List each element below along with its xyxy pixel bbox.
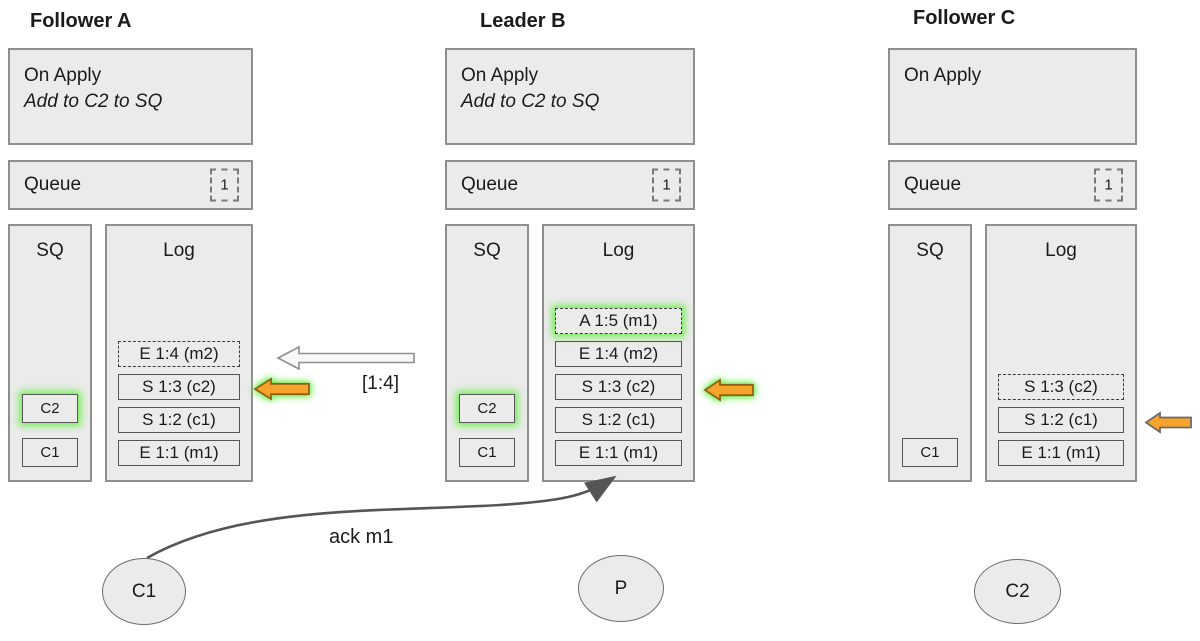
commit-arrow-leader-b-icon <box>703 378 754 402</box>
append-range-label: [1:4] <box>362 373 399 394</box>
log-entry: S 1:3 (c2) <box>555 374 682 400</box>
on-apply-rule: Add to C2 to SQ <box>24 91 163 112</box>
log-entries: E 1:4 (m2) S 1:3 (c2) S 1:2 (c1) E 1:1 (… <box>118 341 240 466</box>
on-apply-label: On Apply <box>461 65 539 86</box>
node-follower-c: Follower C On Apply Queue 1 SQ C1 Log S … <box>888 0 1137 484</box>
sq-box: SQ C1 <box>888 224 972 482</box>
node-title: Follower A <box>30 10 132 32</box>
log-entry: A 1:5 (m1) <box>555 308 682 334</box>
node-follower-a: Follower A On Apply Add to C2 to SQ Queu… <box>8 0 253 484</box>
sq-item-c2: C2 <box>459 394 515 423</box>
node-leader-b: Leader B On Apply Add to C2 to SQ Queue … <box>445 0 695 484</box>
client-c1-label: C1 <box>131 580 157 602</box>
queue-count-badge: 1 <box>210 168 239 202</box>
log-entry: S 1:3 (c2) <box>998 374 1124 400</box>
proposer-p-ellipse: P <box>578 555 664 622</box>
sq-items: C1 <box>890 438 970 467</box>
queue-label: Queue <box>24 174 82 195</box>
sq-items: C2 C1 <box>10 394 90 467</box>
log-box: Log E 1:4 (m2) S 1:3 (c2) S 1:2 (c1) E 1… <box>105 224 253 482</box>
log-label: Log <box>1045 240 1077 261</box>
client-c1-ellipse: C1 <box>102 558 186 625</box>
sq-item-c2: C2 <box>22 394 78 423</box>
log-entries: A 1:5 (m1) E 1:4 (m2) S 1:3 (c2) S 1:2 (… <box>555 308 682 466</box>
sq-box: SQ C2 C1 <box>8 224 92 482</box>
on-apply-box: On Apply <box>888 48 1137 145</box>
on-apply-label: On Apply <box>24 65 102 86</box>
log-entry: E 1:4 (m2) <box>118 341 240 367</box>
on-apply-box: On Apply Add to C2 to SQ <box>8 48 253 145</box>
on-apply-box: On Apply Add to C2 to SQ <box>445 48 695 145</box>
queue-box: Queue 1 <box>445 160 695 210</box>
sq-label: SQ <box>36 240 64 261</box>
sq-label: SQ <box>473 240 501 261</box>
log-entry: S 1:2 (c1) <box>118 407 240 433</box>
log-entry: E 1:1 (m1) <box>118 440 240 466</box>
client-c2-label: C2 <box>1005 580 1030 602</box>
commit-arrow-follower-a-icon <box>253 377 310 401</box>
sq-item-c1: C1 <box>902 438 958 467</box>
log-entry: E 1:1 (m1) <box>555 440 682 466</box>
on-apply-label: On Apply <box>904 65 982 86</box>
sq-items: C2 C1 <box>447 394 527 467</box>
log-box: Log A 1:5 (m1) E 1:4 (m2) S 1:3 (c2) S 1… <box>542 224 695 482</box>
log-label: Log <box>602 240 635 261</box>
node-title: Follower C <box>913 7 1016 29</box>
ack-label: ack m1 <box>329 526 394 548</box>
log-label: Log <box>163 240 195 261</box>
node-title: Leader B <box>480 10 566 32</box>
queue-count-badge: 1 <box>1094 168 1123 202</box>
queue-label: Queue <box>461 174 519 195</box>
log-entries: S 1:3 (c2) S 1:2 (c1) E 1:1 (m1) <box>998 374 1124 466</box>
log-entry: E 1:1 (m1) <box>998 440 1124 466</box>
sq-label: SQ <box>916 240 944 261</box>
queue-box: Queue 1 <box>8 160 253 210</box>
sq-item-c1: C1 <box>459 438 515 467</box>
queue-count-badge: 1 <box>652 168 681 202</box>
queue-box: Queue 1 <box>888 160 1137 210</box>
append-entries-arrow-icon <box>276 345 415 371</box>
sq-item-c1: C1 <box>22 438 78 467</box>
log-box: Log S 1:3 (c2) S 1:2 (c1) E 1:1 (m1) <box>985 224 1137 482</box>
on-apply-rule: Add to C2 to SQ <box>461 91 600 112</box>
sq-box: SQ C2 C1 <box>445 224 529 482</box>
log-entry: S 1:2 (c1) <box>998 407 1124 433</box>
queue-label: Queue <box>904 174 962 195</box>
log-entry: E 1:4 (m2) <box>555 341 682 367</box>
commit-arrow-follower-c-icon <box>1144 411 1192 434</box>
proposer-p-label: P <box>614 577 628 599</box>
client-c2-ellipse: C2 <box>974 559 1061 624</box>
log-entry: S 1:3 (c2) <box>118 374 240 400</box>
log-entry: S 1:2 (c1) <box>555 407 682 433</box>
